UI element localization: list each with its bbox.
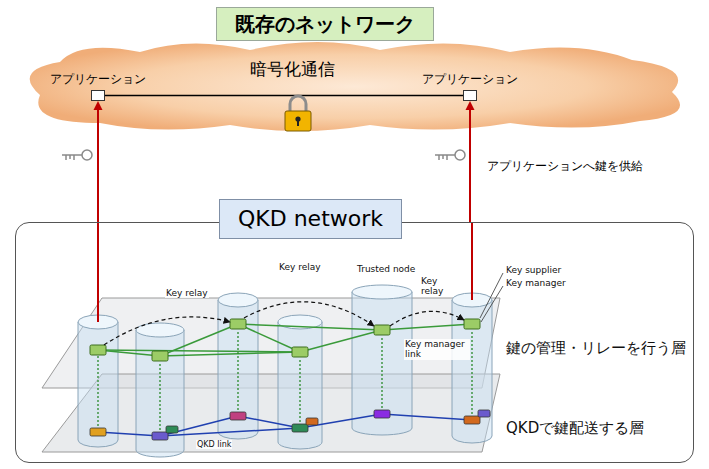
cloud-shape — [30, 42, 680, 131]
node-cylinder — [278, 322, 322, 449]
illustration-part — [62, 155, 82, 160]
illustration-part — [297, 119, 299, 126]
layer-label: QKDで鍵配送する層 — [505, 420, 645, 437]
layer-label: 鍵の管理・リレーを行う層 — [505, 340, 687, 357]
key-feed-line — [381, 336, 382, 408]
lock-symbol — [285, 96, 311, 131]
connector-line — [469, 109, 471, 222]
part-label: Key relay — [165, 288, 209, 298]
key-manager-link-line — [98, 350, 300, 352]
supply-arrow-stem — [97, 222, 99, 322]
node-cylinder — [78, 322, 118, 447]
part-label: Key relay — [420, 276, 454, 297]
application-box: アプリケーション — [91, 90, 105, 101]
part-label: QKD link — [196, 440, 232, 449]
key-manager-device — [90, 345, 106, 355]
edge-label: アプリケーションへ鍵を供給 — [486, 160, 644, 174]
communication-line — [105, 95, 463, 96]
key-feed-line — [159, 362, 160, 430]
key-manager-link-line — [160, 352, 300, 356]
qkd-device — [90, 428, 106, 436]
qkd-link-line — [238, 416, 300, 428]
part-label: Trusted node — [356, 264, 416, 274]
arrowhead — [466, 101, 475, 110]
qkd-link-line — [300, 414, 382, 428]
connector-line — [97, 109, 99, 222]
key-feed-line — [97, 356, 98, 426]
network-cloud: 暗号化通信アプリケーションアプリケーション — [15, 45, 690, 127]
qkd-illustration — [78, 285, 492, 457]
application-label: アプリケーション — [422, 72, 518, 86]
key-manager-device — [374, 325, 390, 335]
part-label: Key relay — [278, 262, 322, 272]
leader-line — [481, 286, 503, 322]
cloud-text: 暗号化通信 — [250, 59, 335, 79]
key-relay-arrow — [244, 302, 374, 326]
qkd-device — [478, 410, 490, 417]
key-feed-line — [237, 330, 238, 410]
qkd-link-line — [382, 414, 472, 420]
key-feed-line — [471, 330, 472, 414]
key-manager-device — [152, 351, 168, 361]
title-text: 既存のネットワーク — [235, 12, 415, 36]
qkd-device — [152, 432, 168, 440]
qkd-device — [166, 426, 178, 433]
connector-line — [105, 95, 463, 97]
qkd-link-line — [160, 428, 300, 436]
illustration-part — [82, 150, 92, 160]
illustration-part — [285, 111, 311, 131]
key-manager-link-line — [238, 324, 382, 330]
qkd-device — [230, 412, 246, 420]
illustration-part — [435, 155, 455, 160]
key-icon — [62, 150, 92, 160]
qkd-device — [464, 416, 480, 424]
cylinder-top — [218, 293, 258, 307]
key-manager-link-line — [382, 324, 472, 330]
qkd-link-line — [160, 416, 238, 436]
part-label: Key manager link — [404, 339, 470, 360]
illustration-part — [290, 96, 306, 112]
key-relay-arrow — [104, 317, 230, 345]
key-feed-line — [299, 358, 300, 422]
node-cylinder — [352, 292, 412, 435]
qkd-device — [374, 410, 390, 418]
application-label: アプリケーション — [50, 72, 146, 86]
key-supply-arrow — [466, 101, 475, 222]
cylinder-top — [352, 285, 412, 299]
arrowhead — [94, 101, 103, 110]
key-supply-arrow — [94, 101, 103, 222]
key-manager-device — [230, 319, 246, 329]
illustration-part — [455, 150, 465, 160]
application-box: アプリケーション — [463, 90, 477, 101]
qkd-link-line — [98, 432, 160, 436]
qkd-network-ground — [15, 222, 694, 463]
node-cylinder — [452, 300, 492, 443]
qkd-device — [292, 424, 308, 432]
key-manager-link-line — [300, 330, 382, 352]
network-heading: QKD network — [219, 199, 402, 239]
key-relay-arrow — [390, 311, 464, 326]
qkd-device — [306, 418, 318, 425]
key-manager-device — [464, 319, 480, 329]
key-icon — [435, 150, 465, 160]
key-manager-link-line — [238, 324, 300, 352]
leader-line — [480, 273, 503, 318]
part-label: Key supplier — [505, 265, 562, 275]
key-manager-device — [292, 347, 308, 357]
title-box: 既存のネットワーク — [216, 7, 434, 41]
part-label: Key manager — [505, 278, 567, 288]
supply-arrow-stem — [471, 222, 473, 300]
